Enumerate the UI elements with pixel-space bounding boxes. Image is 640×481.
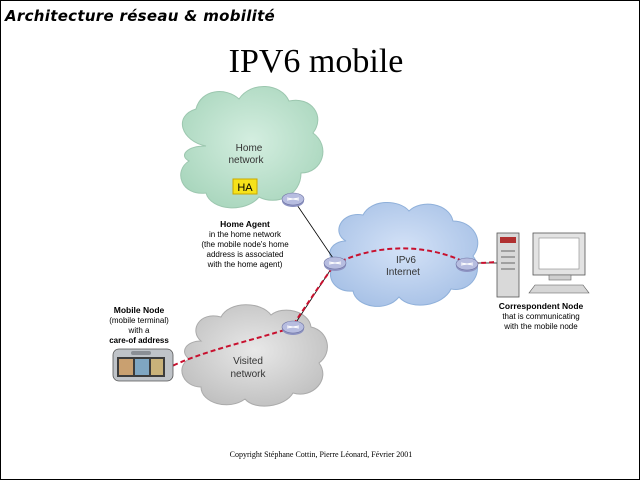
link-home-internet (292, 198, 336, 262)
home-network-label-1: Home (236, 143, 263, 154)
internet-cloud (329, 202, 479, 307)
internet-label-1: IPv6 (396, 255, 416, 266)
mobile-node-title: Mobile Node (114, 305, 165, 315)
mobile-node-line-3: care-of address (109, 336, 169, 345)
router-icon (281, 320, 305, 335)
home-agent-line-2: (the mobile node's home (201, 240, 289, 249)
router-icon (455, 257, 479, 272)
mobile-node-line-1: (mobile terminal) (109, 316, 169, 325)
copyright-notice: Copyright Stéphane Cottin, Pierre Léonar… (229, 450, 413, 459)
correspondent-node-line-1: that is communicating (502, 312, 579, 321)
mobile-phone-icon (112, 348, 174, 382)
slide-title: IPV6 mobile (228, 43, 404, 80)
home-agent-badge-label: HA (237, 182, 253, 194)
router-icon (281, 192, 305, 207)
correspondent-node-title: Correspondent Node (499, 301, 584, 311)
home-agent-title: Home Agent (220, 219, 270, 229)
visited-network-label-2: network (230, 369, 266, 380)
slide-header: Architecture réseau & mobilité (5, 7, 276, 25)
visited-network-label-1: Visited (233, 356, 263, 367)
computer-icon (496, 232, 590, 298)
router-icon (323, 256, 347, 271)
home-network-label-2: network (228, 155, 264, 166)
home-agent-line-1: in the home network (209, 230, 282, 239)
home-agent-badge (232, 178, 258, 195)
internet-label-2: Internet (386, 267, 420, 278)
correspondent-node-line-2: with the mobile node (503, 322, 578, 331)
home-network-cloud (180, 86, 324, 209)
home-agent-line-4: with the home agent) (207, 260, 283, 269)
home-agent-line-3: address is associated (207, 250, 284, 259)
mobile-node-line-2: with a (128, 326, 150, 335)
